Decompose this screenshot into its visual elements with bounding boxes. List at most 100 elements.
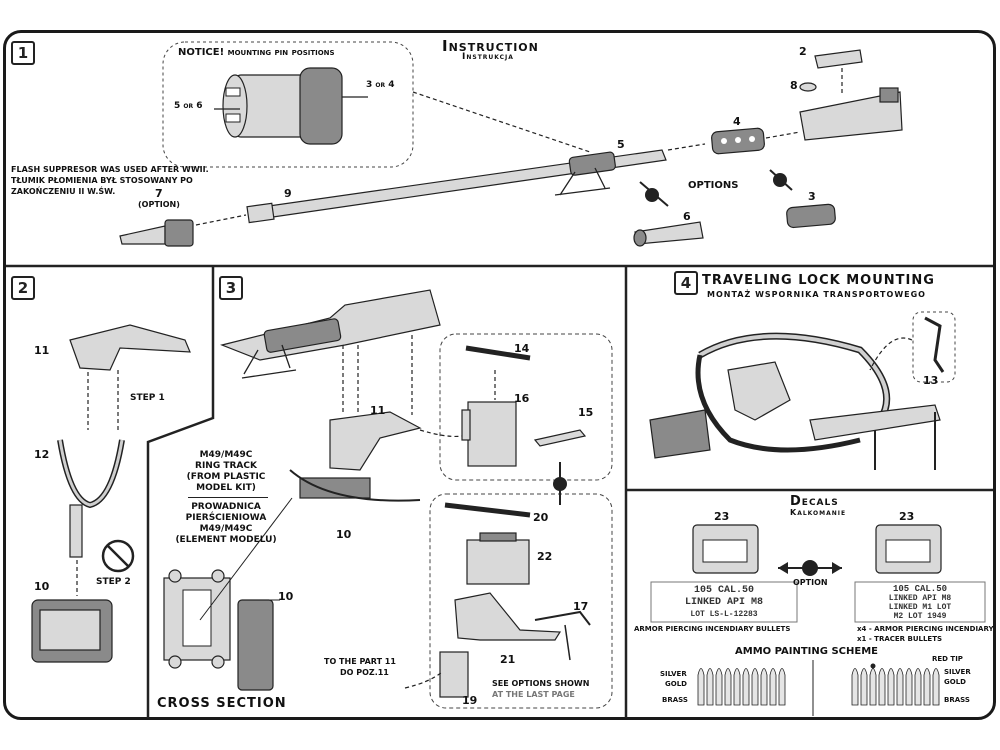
belt-20 [444, 502, 531, 518]
part-number-9: 9 [284, 187, 292, 200]
cross-section [163, 569, 274, 691]
decals-subtitle: Kalkomanie [790, 508, 847, 517]
part-number-20: 20 [533, 511, 549, 524]
part-13-icon [924, 316, 945, 373]
decals-title: Decals [790, 494, 839, 509]
section-number-4: 4 [674, 271, 698, 295]
section-number-3: 3 [219, 276, 243, 300]
step-2-label: STEP 2 [96, 577, 131, 587]
decal-left-line-3: LOT LS-L-12283 [690, 610, 758, 619]
ring-track-line-3: (FROM PLASTIC [186, 472, 266, 482]
yoke-part-12 [57, 439, 125, 558]
ring-track-divider [188, 497, 268, 498]
cradle-part-10-s3 [289, 469, 421, 502]
decal-right-line-2: LINKED API M8 [888, 594, 952, 603]
bullets-14 [465, 345, 531, 361]
ammo-option-box-upper [439, 333, 613, 481]
notice-mount-illustration [214, 67, 368, 145]
ammo-right-brass: BRASS [944, 696, 970, 704]
decal-right-caption-1: x4 - ARMOR PIERCING INCENDIARY [857, 625, 994, 633]
mount-part-11-s2 [69, 324, 191, 371]
ammo-bullet-icon [742, 668, 750, 706]
ammo-can-22 [466, 532, 530, 585]
ammo-bullet-icon [914, 668, 922, 706]
notice-box [162, 41, 414, 168]
decal-left-caption: ARMOR PIERCING INCENDIARY BULLETS [634, 625, 791, 633]
part-number-13: 13 [923, 374, 939, 387]
traveling-lock-assembly [649, 332, 941, 470]
ammo-bullet-icon [733, 668, 741, 706]
to-part-11-label: TO THE PART 11 [324, 657, 396, 666]
barrel-tip-6 [633, 221, 704, 247]
option-arrows-s1 [639, 169, 793, 207]
ammo-bullet-icon [769, 668, 777, 706]
ammo-option-box-lower [429, 493, 613, 709]
ammo-bullet-icon [932, 668, 940, 706]
ammo-left-silver: SILVER [660, 670, 687, 678]
part-number-15: 15 [578, 406, 594, 419]
section-4-subtitle: MONTAŻ WSPORNIKA TRANSPORTOWEGO [707, 290, 926, 299]
ammo-bullet-icon [751, 668, 759, 706]
section-number-1: 1 [11, 41, 35, 65]
decal-option-label: OPTION [793, 578, 828, 587]
part-number-4: 4 [733, 115, 741, 128]
ring-track-pl-line-4: (ELEMENT MODELU) [175, 535, 277, 545]
part-number-10-cross: 10 [278, 590, 294, 603]
barrel-part-9 [246, 149, 667, 224]
page-subtitle: Instrukcja [462, 52, 514, 62]
ammo-bullet-icon [778, 668, 786, 706]
section-number-2: 2 [11, 276, 35, 300]
decal-box-right [875, 524, 942, 574]
section-4-title: TRAVELING LOCK MOUNTING [702, 273, 935, 288]
ammo-painting-scheme-title: AMMO PAINTING SCHEME [735, 646, 878, 657]
part-number-16: 16 [514, 392, 530, 405]
ammo-bullets-right [851, 663, 940, 706]
ring-track-line-1: M49/M49C [199, 450, 253, 460]
mount-part-11-s3 [329, 411, 422, 471]
see-options-line-1: SEE OPTIONS SHOWN [492, 679, 590, 688]
ammo-bullet-icon [860, 668, 868, 706]
options-label: OPTIONS [688, 180, 739, 191]
bracket-17 [534, 610, 591, 661]
part-number-8: 8 [790, 79, 798, 92]
handle-part-5 [554, 151, 616, 196]
no-glue-icon [101, 539, 135, 573]
ammo-right-silver: SILVER [944, 668, 971, 676]
ammo-left-gold: GOLD [665, 680, 687, 688]
ammo-bullet-icon [869, 668, 877, 706]
flash-note-line-2: TŁUMIK PŁOMIENIA BYŁ STOSOWANY PO [11, 176, 193, 185]
part-number-2: 2 [799, 45, 807, 58]
part-number-17: 17 [573, 600, 589, 613]
ammo-bullet-icon [887, 668, 895, 706]
clip-19 [439, 651, 469, 698]
ammo-right-gold: GOLD [944, 678, 966, 686]
decal-left-line-1: 105 CAL.50 [693, 585, 754, 596]
flash-suppressor-7 [119, 219, 194, 247]
option-icon-s3 [553, 477, 567, 491]
part-number-10-s2: 10 [34, 580, 50, 593]
ring-track-pl-line-1: PROWADNICA [191, 502, 261, 512]
part-number-22: 22 [537, 550, 553, 563]
ring-track-line-4: MODEL KIT) [196, 483, 256, 493]
chute-15 [533, 429, 587, 447]
part-number-11-s3: 11 [370, 404, 386, 417]
barrel-jacket-3 [786, 203, 836, 229]
flash-note-line-1: FLASH SUPPRESOR WAS USED AFTER WWII. [11, 165, 209, 174]
ammo-bullet-icon [715, 668, 723, 706]
cradle-part-10-s2 [31, 599, 113, 663]
notice-label-5-or-6: 5 or 6 [174, 101, 203, 111]
part-number-19: 19 [462, 694, 478, 707]
ammo-bullet-icon [905, 668, 913, 706]
to-part-11-pl-label: DO POZ.11 [340, 668, 389, 677]
part-13-box [912, 311, 956, 383]
gun-s3 [220, 289, 441, 379]
ammo-bullet-icon [706, 668, 714, 706]
ammo-bullet-icon [851, 668, 859, 706]
notice-title: NOTICE! mounting pin positions [178, 47, 335, 58]
part-number-3: 3 [808, 190, 816, 203]
ring-track-pl-line-2: PIERŚCIENIOWA [185, 513, 267, 523]
option-icon-decals [802, 560, 818, 576]
notice-leader [412, 91, 591, 153]
part-number-10-s3: 10 [336, 528, 352, 541]
ammo-bullets-left [697, 668, 786, 706]
